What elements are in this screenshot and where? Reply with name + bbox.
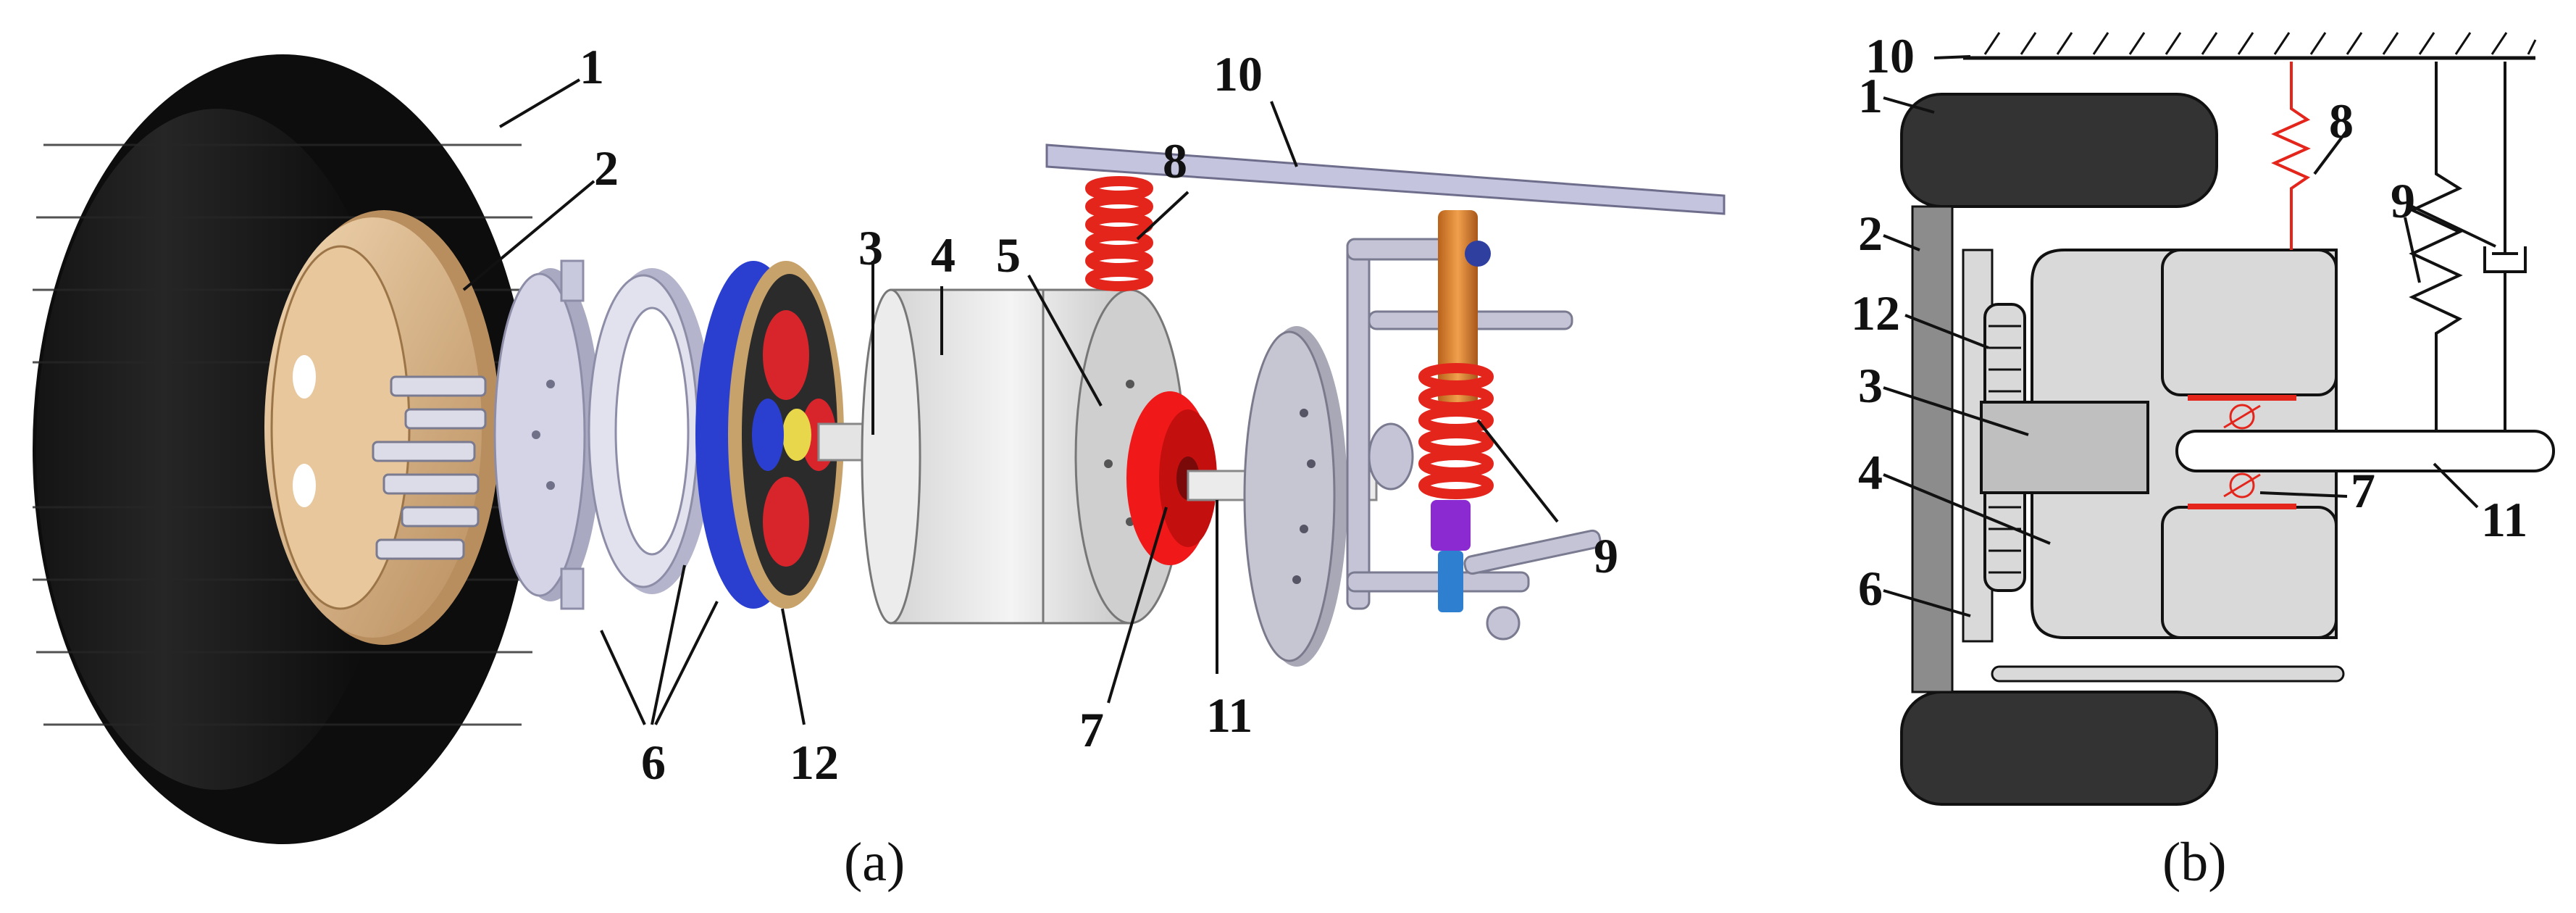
panel-a: 1 2 3 4 5 6 7 8 9 10 11 12 (a) — [33, 39, 1726, 893]
label-b-3: 3 — [1858, 358, 1883, 413]
schematic-axle — [2175, 430, 2555, 472]
label-a-1: 1 — [580, 39, 604, 94]
schematic-tire-bottom — [1900, 691, 2218, 806]
schematic-shaft — [1980, 401, 2149, 494]
shock-absorber — [1418, 210, 1494, 612]
label-b-7: 7 — [2351, 463, 2375, 518]
caption-b: (b) — [2162, 832, 2227, 893]
label-a-3: 3 — [858, 220, 883, 275]
schematic-damper — [2483, 62, 2527, 431]
schematic-tire-top — [1900, 93, 2218, 208]
panel-b: 10 1 2 12 3 4 6 8 9 7 11 (b) — [1851, 28, 2555, 893]
caption-a: (a) — [844, 832, 905, 893]
label-b-11: 11 — [2481, 492, 2527, 547]
label-a-7: 7 — [1079, 702, 1104, 757]
carrier-plate-2 — [587, 268, 714, 594]
label-a-2: 2 — [594, 141, 619, 196]
schematic-stator-bottom — [2161, 506, 2338, 639]
schematic-bushings — [2188, 395, 2296, 509]
label-a-10: 10 — [1213, 46, 1263, 101]
suspension-spring — [1085, 176, 1153, 291]
label-b-9: 9 — [2391, 173, 2415, 228]
leader-lines-a — [462, 78, 1559, 725]
label-b-1: 1 — [1858, 68, 1883, 123]
schematic-lower-bar — [1991, 665, 2345, 683]
wheel-bolts — [372, 375, 487, 560]
schematic-spring-8 — [2271, 62, 2311, 250]
label-b-6: 6 — [1858, 561, 1883, 616]
label-a-5: 5 — [996, 228, 1021, 283]
label-a-4: 4 — [931, 228, 955, 283]
label-a-11: 11 — [1206, 688, 1253, 743]
label-a-8: 8 — [1163, 133, 1187, 188]
schematic-stator-top — [2161, 249, 2338, 396]
label-b-4: 4 — [1858, 445, 1883, 500]
label-b-12: 12 — [1851, 285, 1900, 341]
label-a-6: 6 — [641, 735, 666, 790]
body-ground — [1963, 32, 2537, 60]
label-b-8: 8 — [2329, 93, 2354, 149]
label-a-9: 9 — [1594, 528, 1618, 583]
leader-lines-b — [1883, 55, 2496, 617]
schematic-rim — [1911, 205, 1954, 693]
brake-disc — [1243, 326, 1347, 667]
label-b-2: 2 — [1858, 206, 1883, 261]
schematic-spring-9 — [2409, 62, 2463, 431]
wheel-rim — [264, 210, 500, 645]
carrier-plate-1 — [493, 259, 601, 610]
vehicle-body-plate — [1045, 143, 1726, 215]
planetary-gearset — [695, 261, 844, 609]
label-a-12: 12 — [790, 735, 839, 790]
label-b-10: 10 — [1865, 28, 1915, 83]
